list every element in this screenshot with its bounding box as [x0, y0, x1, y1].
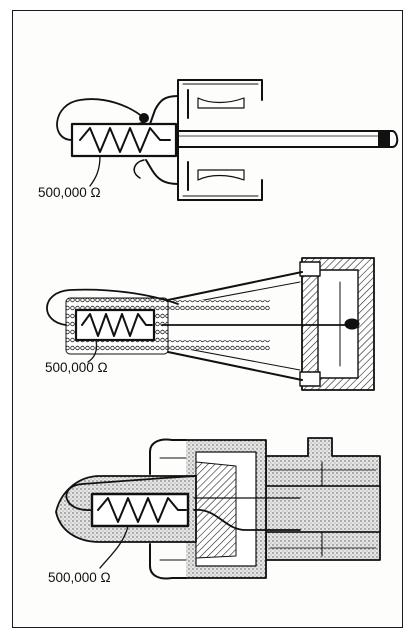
- probe-3-housing: [265, 437, 381, 561]
- probe-1: [56, 79, 399, 201]
- probe-3-leader: [99, 525, 129, 569]
- probe-1-leader: [89, 155, 101, 187]
- probe-2-spring-upper: [166, 300, 270, 310]
- probe-3-conductor: [193, 509, 301, 531]
- probe-2-resistor-label: 500,000 Ω: [45, 360, 108, 375]
- probe-3-resistor: [90, 492, 190, 528]
- probe-3-flange: [149, 438, 267, 580]
- probe-2: [46, 257, 375, 391]
- probe-1-resistor-label: 500,000 Ω: [38, 185, 101, 200]
- probe-2-body: [167, 271, 303, 381]
- probe-2-connector: [299, 257, 375, 391]
- probe-1-resistor: [70, 122, 178, 158]
- probe-3: [55, 437, 381, 580]
- probe-2-resistor: [74, 308, 156, 342]
- probe-1-tip: [175, 130, 399, 148]
- probe-2-leader: [87, 339, 98, 363]
- probe-1-flange: [133, 79, 263, 201]
- probe-1-lead-wire: [56, 98, 145, 141]
- probe-3-resistor-label: 500,000 Ω: [48, 570, 111, 585]
- probe-2-lead-wire: [46, 288, 179, 326]
- probe-3-lead-wire: [65, 475, 197, 511]
- probe-2-spring-lower: [166, 340, 270, 350]
